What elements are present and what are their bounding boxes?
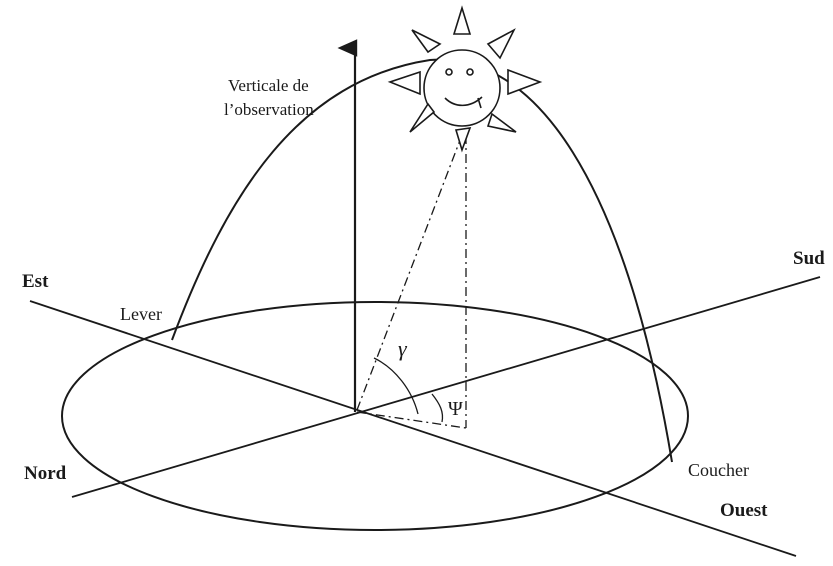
elevation-angle-arc bbox=[373, 357, 419, 415]
north-south-axis bbox=[71, 276, 821, 498]
label-elevation-angle: γ bbox=[398, 336, 408, 361]
label-azimuth-angle: Ψ bbox=[448, 398, 463, 420]
label-south: Sud bbox=[793, 248, 825, 269]
vertical-label-line1: Verticale de bbox=[228, 76, 309, 95]
label-east: Est bbox=[22, 271, 49, 292]
label-sunset: Coucher bbox=[688, 460, 749, 480]
sun-icon bbox=[387, 5, 543, 153]
vertical-label-line2: l’observation bbox=[224, 100, 314, 119]
label-west: Ouest bbox=[720, 500, 768, 521]
sun-ray-line bbox=[356, 134, 463, 411]
label-sunrise: Lever bbox=[120, 304, 162, 324]
horizon-ellipse bbox=[61, 301, 689, 531]
east-west-axis bbox=[29, 300, 797, 557]
label-north: Nord bbox=[24, 463, 67, 484]
azimuth-angle-arc bbox=[431, 393, 444, 423]
